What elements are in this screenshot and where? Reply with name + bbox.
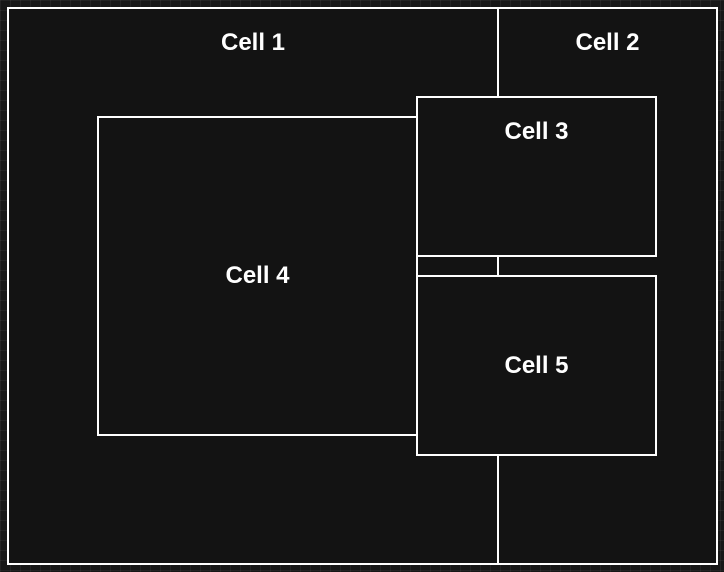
cell-5-box[interactable]: Cell 5 (416, 275, 657, 456)
cell-3-box[interactable]: Cell 3 (416, 96, 657, 257)
cell-5-label: Cell 5 (504, 351, 569, 379)
cell-4-box[interactable]: Cell 4 (97, 116, 418, 436)
cell-1-region[interactable]: Cell 1 (9, 9, 497, 95)
cell-2-region[interactable]: Cell 2 (499, 9, 716, 95)
cell-4-label: Cell 4 (225, 262, 290, 289)
cell-3-label: Cell 3 (504, 118, 569, 145)
cell-1-label: Cell 1 (220, 29, 286, 56)
cell-2-label: Cell 2 (575, 29, 640, 56)
